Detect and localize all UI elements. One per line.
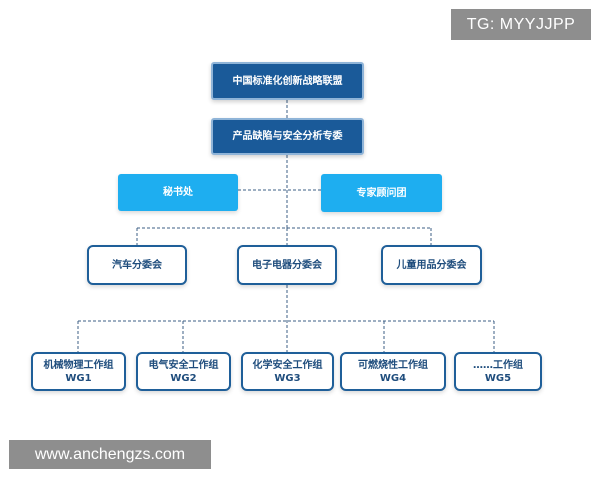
alliance-label: 中国标准化创新战略联盟 (232, 75, 343, 87)
committee-label: 产品缺陷与安全分析专委 (232, 131, 343, 142)
committee-node: 产品缺陷与安全分析专委 (211, 118, 364, 155)
working-group-label: 电气安全工作组 (148, 359, 219, 371)
subcommittee-label: 汽车分委会 (112, 259, 162, 271)
alliance-node: 中国标准化创新战略联盟 (211, 62, 364, 100)
working-group-label: 可燃烧性工作组 (358, 359, 428, 371)
secretariat-label: 秘书处 (163, 187, 193, 198)
working-group-code: WG5 (484, 372, 512, 384)
advisory-label: 专家顾问团 (356, 187, 407, 199)
working-group-code: WG4 (379, 372, 407, 384)
tg-watermark: TG: MYYJJPP (451, 9, 591, 40)
working-group-code: WG3 (274, 372, 301, 384)
subcommittee-node: 儿童用品分委会 (381, 245, 482, 285)
site-watermark: www.anchengzs.com (9, 440, 211, 469)
working-group-label: ……工作组 (473, 359, 523, 371)
secretariat-node: 秘书处 (118, 174, 238, 211)
working-group-node: 化学安全工作组 WG3 (241, 352, 334, 391)
working-group-node: ……工作组 WG5 (454, 352, 542, 391)
subcommittee-node: 电子电器分委会 (237, 245, 337, 285)
advisory-node: 专家顾问团 (321, 174, 442, 212)
subcommittee-label: 电子电器分委会 (252, 259, 322, 271)
working-group-node: 电气安全工作组 WG2 (136, 352, 231, 391)
working-group-code: WG1 (65, 372, 92, 384)
working-group-code: WG2 (170, 372, 197, 384)
working-group-label: 化学安全工作组 (252, 359, 323, 371)
subcommittee-node: 汽车分委会 (87, 245, 187, 285)
working-group-node: 可燃烧性工作组 WG4 (340, 352, 446, 391)
working-group-node: 机械物理工作组 WG1 (31, 352, 126, 391)
working-group-label: 机械物理工作组 (43, 359, 114, 371)
subcommittee-label: 儿童用品分委会 (396, 259, 467, 271)
